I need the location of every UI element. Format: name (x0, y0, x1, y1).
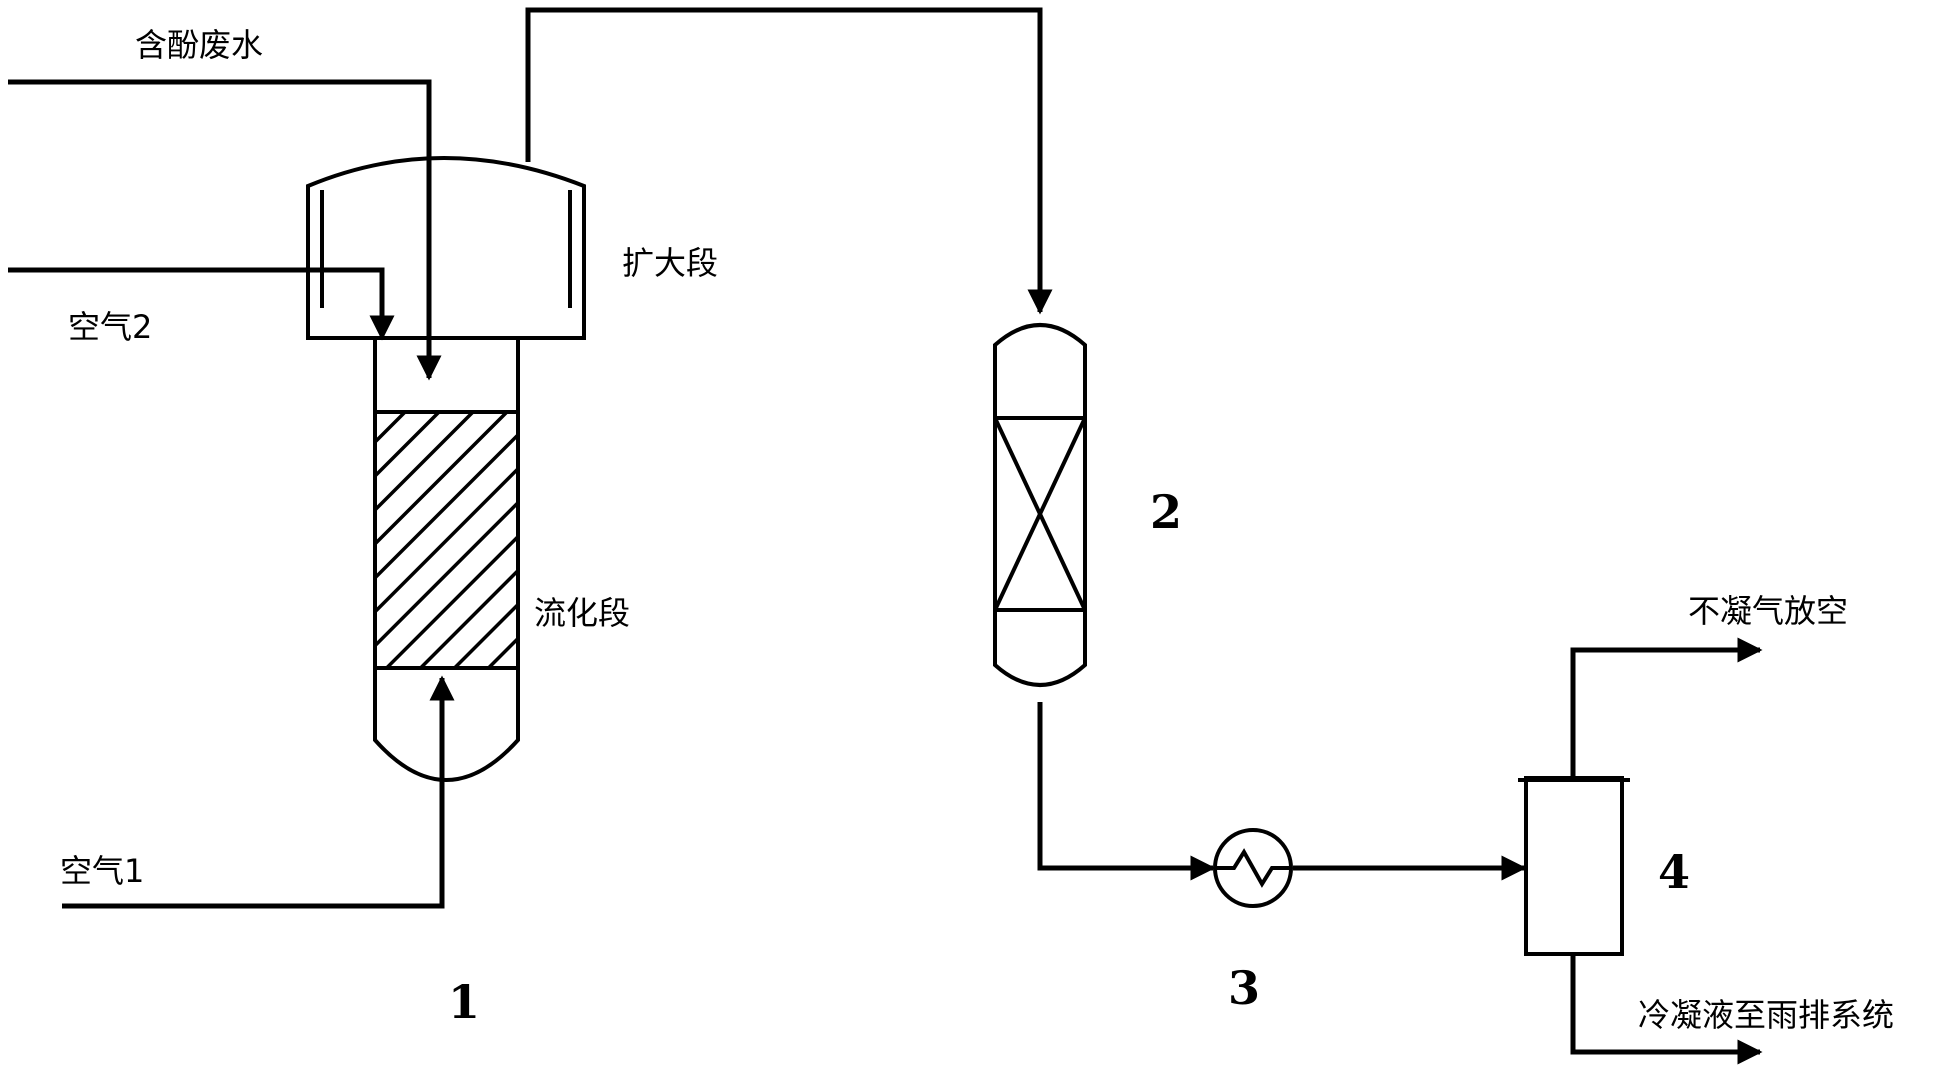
heat-exchanger-coil (1215, 848, 1291, 888)
label-phenol-wastewater: 含酚废水 (135, 26, 263, 64)
pipe-air2-feed (8, 267, 395, 341)
fluidized-bed-reactor (306, 156, 586, 782)
equipment-number-column: 2 (1150, 485, 1182, 539)
equipment-number-separator: 4 (1658, 845, 1690, 899)
column-shell (993, 323, 1087, 687)
label-air-1: 空气1 (60, 852, 144, 890)
pipe-column-to-exchanger (1037, 702, 1216, 881)
label-noncondensable-vent: 不凝气放空 (1688, 592, 1848, 630)
separator-body (1524, 776, 1624, 956)
equipment-number-reactor: 1 (448, 975, 480, 1029)
label-air-2: 空气2 (68, 308, 152, 346)
reactor-expansion-section (306, 156, 586, 340)
pipe-noncondensable-vent (1570, 637, 1763, 776)
equipment-number-heat-exchanger: 3 (1228, 961, 1260, 1015)
label-fluidized-section: 流化段 (534, 594, 630, 632)
gas-liquid-separator (1518, 776, 1630, 956)
pipe-reactor-to-column (525, 7, 1053, 315)
pipe-condensate-outlet (1570, 956, 1763, 1065)
column-packing-cross-b (993, 417, 1087, 611)
pipe-air1-feed (62, 675, 455, 909)
pipe-phenol-wastewater-feed (8, 79, 442, 381)
label-expansion-section: 扩大段 (622, 244, 718, 282)
fluidized-bed-packing (373, 410, 520, 670)
heat-exchanger (1213, 828, 1293, 908)
packed-column (993, 323, 1087, 687)
label-condensate-to-drain: 冷凝液至雨排系统 (1638, 996, 1894, 1034)
